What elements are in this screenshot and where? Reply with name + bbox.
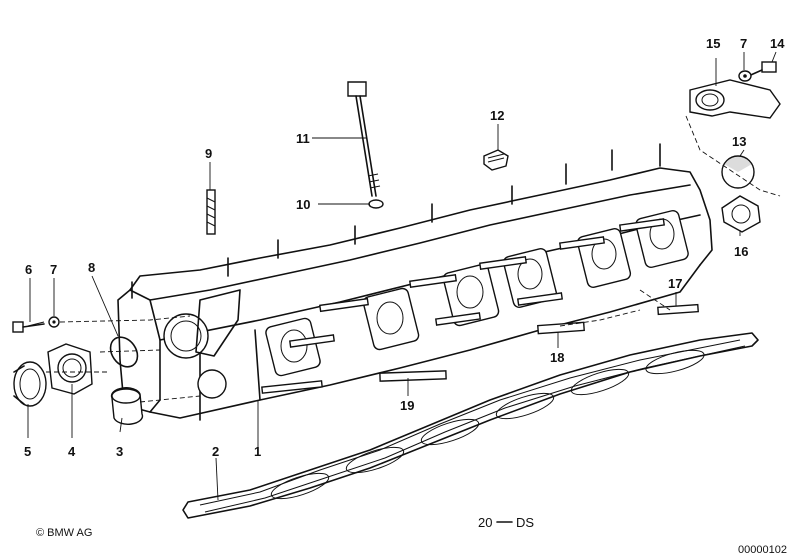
callout-6: 6 — [25, 262, 32, 277]
callout-17: 17 — [668, 276, 682, 291]
drawing-number: 00000102 — [738, 544, 787, 556]
top-studs — [131, 143, 661, 299]
callout-9: 9 — [205, 146, 212, 161]
callout-4: 4 — [68, 444, 76, 459]
callout-11: 11 — [296, 131, 310, 146]
stud-9 — [206, 189, 216, 235]
washer-7-left — [48, 316, 60, 328]
stud-19 — [379, 370, 447, 382]
gasket-16 — [721, 195, 761, 233]
stud-17 — [657, 303, 699, 316]
callout-10: 10 — [296, 197, 310, 212]
cap-13 — [721, 155, 755, 189]
side-studs — [261, 218, 665, 394]
callout-3: 3 — [116, 444, 123, 459]
callout-2: 2 — [212, 444, 219, 459]
callout-1: 1 — [254, 444, 261, 459]
callout-7-left: 7 — [50, 262, 57, 277]
callout-16: 16 — [734, 244, 748, 259]
callout-13: 13 — [732, 134, 746, 149]
stud-18 — [537, 321, 585, 335]
washer-7-right — [738, 70, 752, 82]
callout-5: 5 — [24, 444, 31, 459]
callout-14: 14 — [770, 36, 785, 51]
callout-15: 15 — [706, 36, 720, 51]
callout-19: 19 — [400, 398, 414, 413]
leader-lines — [27, 51, 781, 501]
seal-sleeve-3 — [110, 387, 144, 425]
o-ring-8 — [109, 336, 139, 368]
cylinder-head — [117, 143, 713, 421]
bolt-6 — [12, 321, 45, 333]
gasket-code: 20 — [478, 515, 492, 530]
gasket-suffix: DS — [516, 515, 534, 530]
copyright-label: © BMW AG — [36, 527, 92, 539]
callout-labels: 1 2 3 4 5 6 7 8 9 10 11 12 13 14 7 15 16… — [24, 36, 785, 459]
outlet-pipe-15 — [689, 79, 781, 119]
head-bolt-11 — [347, 81, 381, 197]
exhaust-ports — [265, 209, 689, 377]
washer-10 — [368, 199, 384, 209]
callout-18: 18 — [550, 350, 564, 365]
callout-8: 8 — [88, 260, 95, 275]
shaft-seal-5 — [13, 361, 47, 407]
gasket-reference: 20 DS — [478, 515, 534, 530]
head-gasket — [182, 332, 759, 519]
callout-7-right: 7 — [740, 36, 747, 51]
nut-12 — [483, 149, 509, 171]
flange-housing-4 — [47, 343, 93, 395]
callout-12: 12 — [490, 108, 504, 123]
